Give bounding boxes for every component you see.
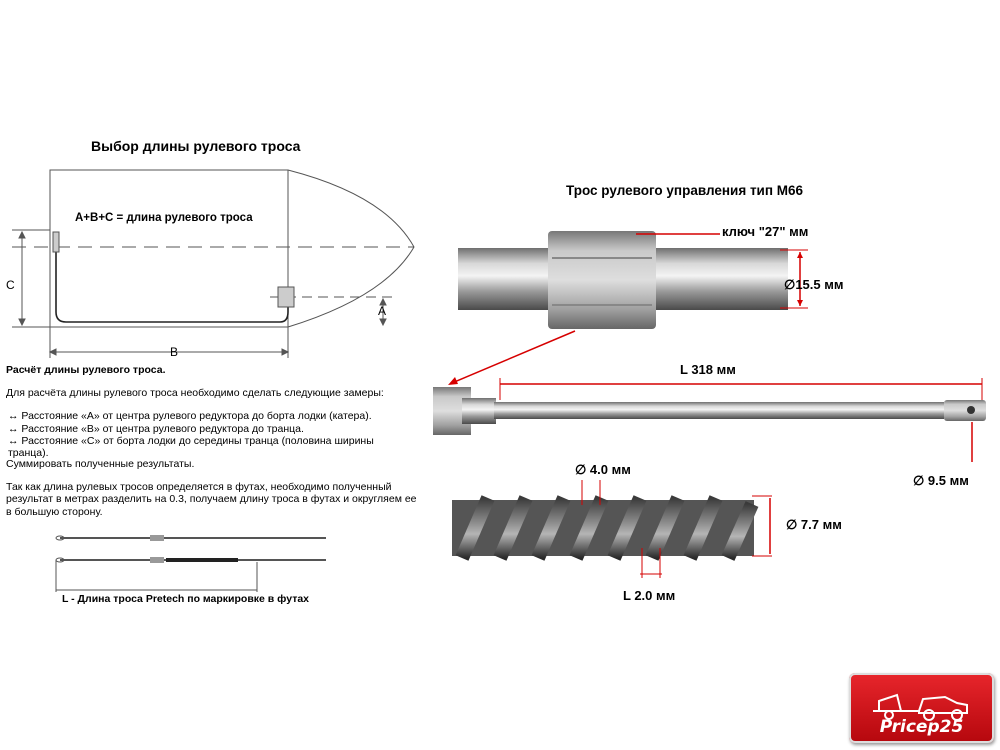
pretech-caption: L - Длина троса Pretech по маркировке в … <box>62 593 310 605</box>
formula-label: A+B+C = длина рулевого троса <box>75 212 253 224</box>
feet-note: Так как длина рулевых тросов определяетс… <box>6 481 417 518</box>
boat-diagram <box>12 169 415 358</box>
rod-diameter-label: ∅ 9.5 мм <box>913 473 969 488</box>
helm-marker <box>52 231 60 253</box>
cable-route <box>55 235 289 323</box>
tube-with-nut-photo <box>448 231 808 385</box>
wrench-size-label: ключ "27" мм <box>722 224 809 239</box>
calc-intro: Для расчёта длины рулевого троса необход… <box>6 387 384 399</box>
tube-diameter-label: ∅15.5 мм <box>784 277 844 292</box>
logo-text: Pricep25 <box>879 717 964 737</box>
engine-marker <box>277 286 295 308</box>
bullet-a: ↔ Расстояние «A» от центра рулевого реду… <box>8 410 372 422</box>
coil-pitch-label: L 2.0 мм <box>623 588 676 603</box>
cable-type-title: Трос рулевого управления тип M66 <box>566 183 804 198</box>
calc-summary: Суммировать полученные результаты. <box>6 458 195 470</box>
bullet-b: ↔ Расстояние «B» от центра рулевого реду… <box>8 423 304 435</box>
boat-hull-outline <box>49 169 415 328</box>
calc-title: Расчёт длины рулевого троса. <box>6 364 166 376</box>
wire-diameter-label: ∅ 4.0 мм <box>575 462 631 477</box>
label-a: A <box>378 304 387 318</box>
pricep25-logo[interactable]: Pricep25 <box>849 673 994 743</box>
rod-photo <box>433 378 986 462</box>
boat-diagram-title: Выбор длины рулевого троса <box>91 138 301 154</box>
coil-diameter-label: ∅ 7.7 мм <box>786 517 842 532</box>
coil-photo <box>452 480 772 578</box>
label-c: C <box>6 278 15 292</box>
bullet-c: ↔ Расстояние «C» от борта лодки до серед… <box>8 435 374 460</box>
rod-length-label: L 318 мм <box>680 362 736 377</box>
label-b: B <box>170 345 179 359</box>
pretech-cable-drawing <box>55 535 326 592</box>
car-trailer-icon <box>873 693 968 721</box>
